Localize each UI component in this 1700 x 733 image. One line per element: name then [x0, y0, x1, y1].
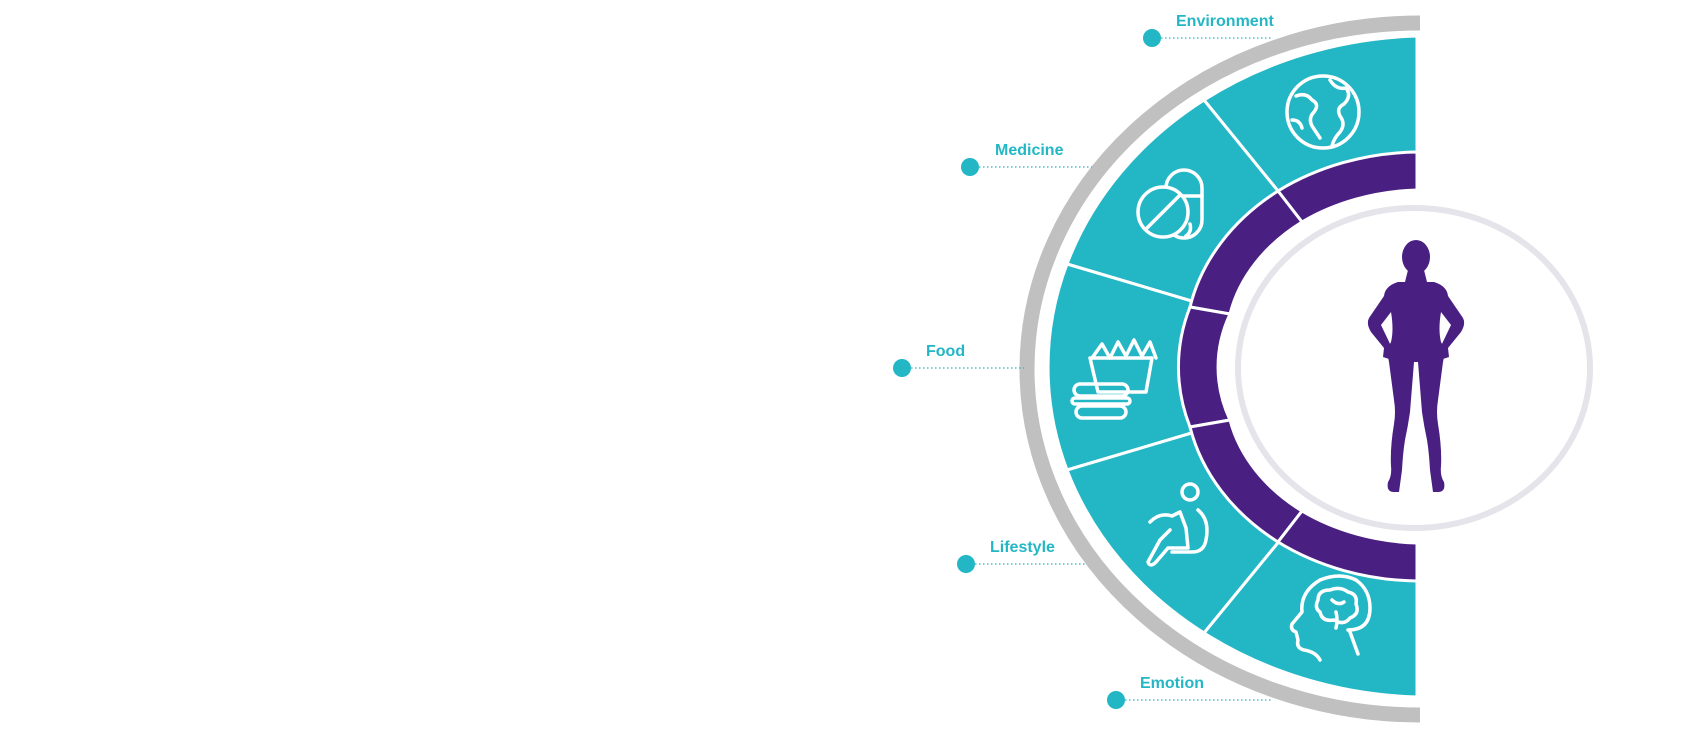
band-food	[1176, 305, 1233, 429]
marker-dot	[961, 158, 979, 176]
label-medicine: Medicine	[995, 142, 1064, 159]
marker-dot	[1107, 691, 1125, 709]
band-emotion	[1275, 509, 1419, 583]
inner-band	[1176, 150, 1419, 583]
marker-dot	[1143, 29, 1161, 47]
factor-label-food: Food	[893, 343, 1024, 377]
pills-icon	[1136, 168, 1204, 240]
globe-icon	[1285, 74, 1361, 150]
center-ring	[1235, 205, 1593, 531]
factor-label-medicine: Medicine	[961, 142, 1092, 176]
sitting-person-icon	[1146, 482, 1209, 567]
marker-dot	[893, 359, 911, 377]
factor-label-emotion: Emotion	[1107, 675, 1272, 709]
factor-label-lifestyle: Lifestyle	[957, 539, 1086, 573]
label-food: Food	[926, 343, 965, 360]
fast-food-icon	[1070, 338, 1158, 420]
head-brain-icon	[1289, 574, 1372, 662]
label-lifestyle: Lifestyle	[990, 539, 1055, 556]
label-environment: Environment	[1176, 13, 1274, 30]
factor-label-environment: Environment	[1143, 13, 1274, 47]
label-emotion: Emotion	[1140, 675, 1204, 692]
human-silhouette-icon	[1367, 240, 1465, 492]
outer-arc	[1019, 15, 1421, 723]
marker-dot	[957, 555, 975, 573]
